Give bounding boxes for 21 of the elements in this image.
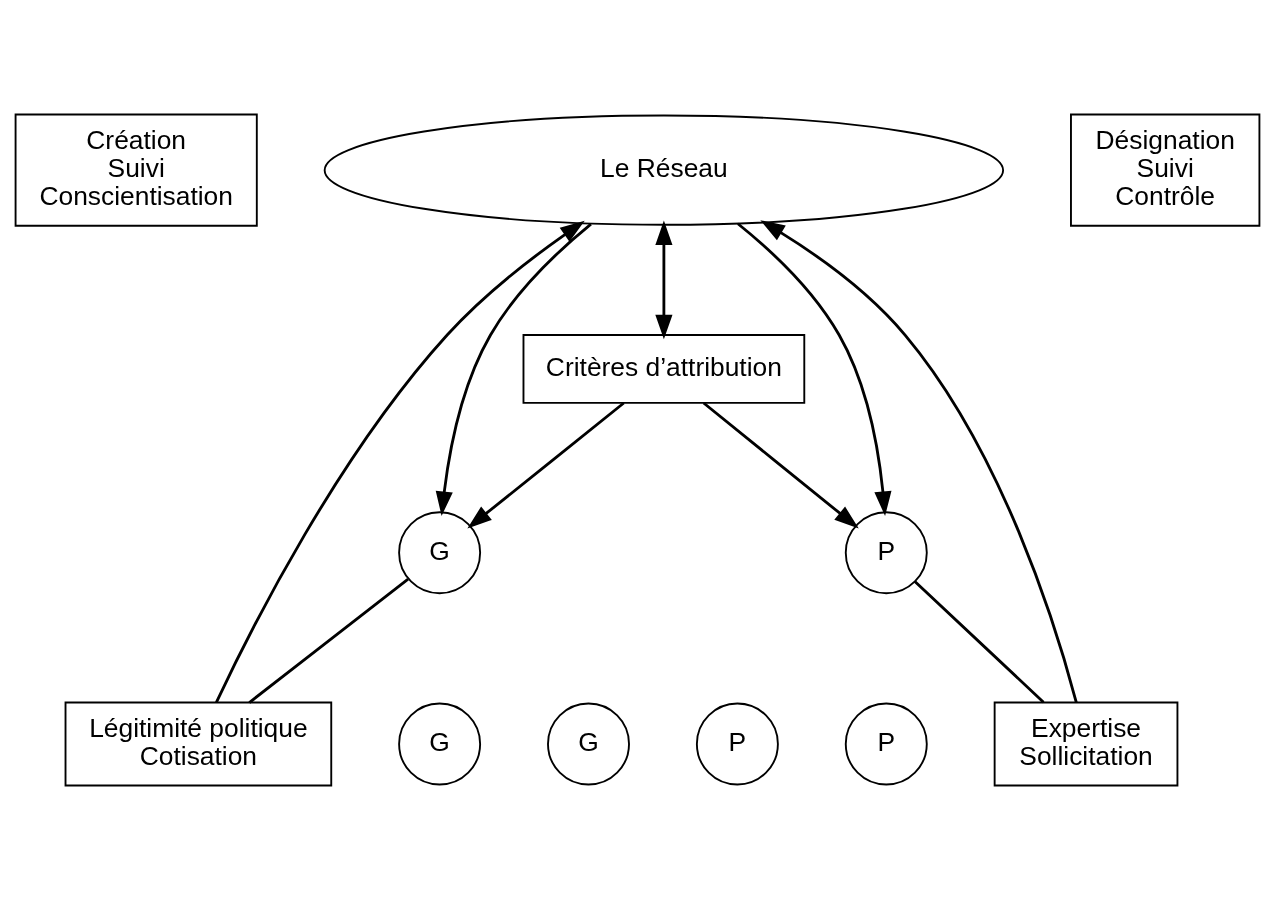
arrow — [702, 401, 859, 529]
arrow — [467, 401, 625, 529]
node-circle: G — [398, 702, 482, 786]
node-circle: P — [695, 702, 779, 786]
arrow — [435, 223, 592, 516]
node-circle: G — [398, 511, 482, 595]
node-box: Légitimité politique Cotisation — [64, 701, 333, 787]
arrow — [215, 220, 585, 703]
arrow — [760, 220, 1078, 703]
arrow — [655, 220, 673, 340]
node-box: Création Suivi Conscientisation — [14, 113, 258, 227]
node-circle: P — [844, 511, 928, 595]
node-circle: P — [844, 702, 928, 786]
node-circle: G — [547, 702, 630, 786]
node-box: Expertise Sollicitation — [993, 701, 1179, 787]
connector — [248, 578, 409, 704]
node-box: Désignation Suivi Contrôle — [1070, 113, 1261, 227]
arrow — [737, 222, 892, 516]
node-box: Critères d’attribution — [522, 334, 806, 404]
node-ellipse: Le Réseau — [323, 114, 1005, 226]
connector — [913, 580, 1045, 704]
